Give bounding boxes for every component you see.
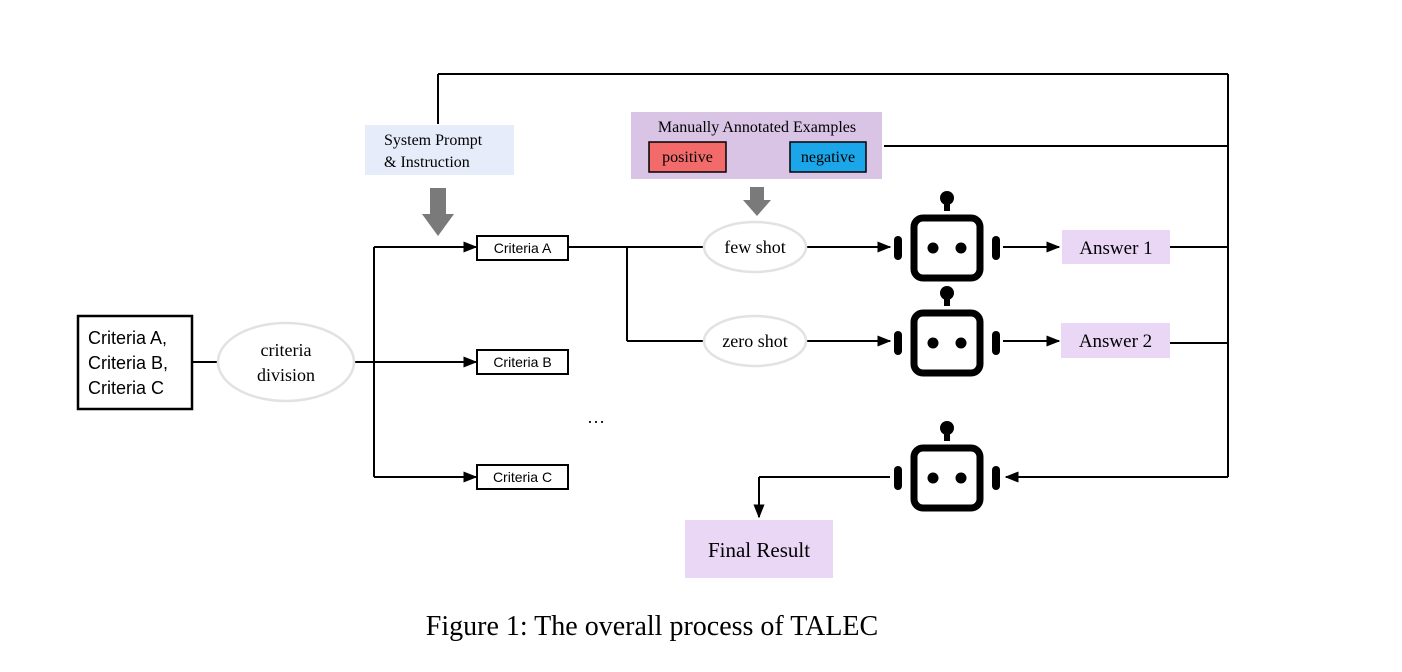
answer-2-box: Answer 2	[1061, 323, 1170, 358]
positive-label: positive	[662, 149, 713, 166]
final-result-box: Final Result	[685, 520, 833, 578]
criteria-b-box: Criteria B	[476, 349, 569, 375]
input-line: Criteria B,	[88, 353, 168, 373]
criteria-c-box: Criteria C	[476, 464, 569, 490]
positive-tag	[648, 141, 727, 173]
system-prompt-box: System Prompt & Instruction	[365, 125, 514, 175]
criteria-a-box: Criteria A	[476, 235, 569, 261]
connector-lines	[193, 73, 1229, 519]
examples-title: Manually Annotated Examples	[658, 119, 856, 136]
down-arrow-icon	[743, 187, 771, 216]
input-line: Criteria C	[88, 378, 164, 398]
system-prompt-line: System Prompt	[384, 132, 483, 149]
negative-tag	[789, 141, 867, 173]
criteria-c-label: Criteria C	[493, 469, 552, 485]
input-criteria-box: Criteria A, Criteria B, Criteria C	[76, 314, 194, 411]
criteria-division-node: criteria division	[216, 321, 356, 403]
zero-shot-label: zero shot	[722, 331, 787, 351]
robot-icon	[894, 286, 1000, 373]
answer-1-box: Answer 1	[1062, 230, 1170, 264]
criteria-b-label: Criteria B	[493, 354, 551, 370]
robot-icon	[894, 421, 1000, 508]
criteria-a-label: Criteria A	[494, 240, 552, 256]
robot-icon	[894, 191, 1000, 278]
zero-shot-node: zero shot	[702, 314, 808, 368]
division-line: division	[257, 365, 315, 385]
ellipsis: …	[587, 407, 605, 427]
answer-1-label: Answer 1	[1079, 238, 1152, 259]
annotated-examples-box: Manually Annotated Examples positive neg…	[631, 112, 882, 179]
down-arrow-icon	[422, 188, 454, 236]
figure-caption: Figure 1: The overall process of TALEC	[426, 611, 878, 642]
few-shot-label: few shot	[724, 237, 786, 257]
few-shot-node: few shot	[702, 220, 808, 274]
division-line: criteria	[261, 340, 312, 360]
answer-2-label: Answer 2	[1079, 331, 1152, 352]
final-result-label: Final Result	[708, 538, 810, 562]
negative-label: negative	[801, 149, 855, 166]
system-prompt-line: & Instruction	[384, 154, 470, 171]
input-line: Criteria A,	[88, 328, 167, 348]
